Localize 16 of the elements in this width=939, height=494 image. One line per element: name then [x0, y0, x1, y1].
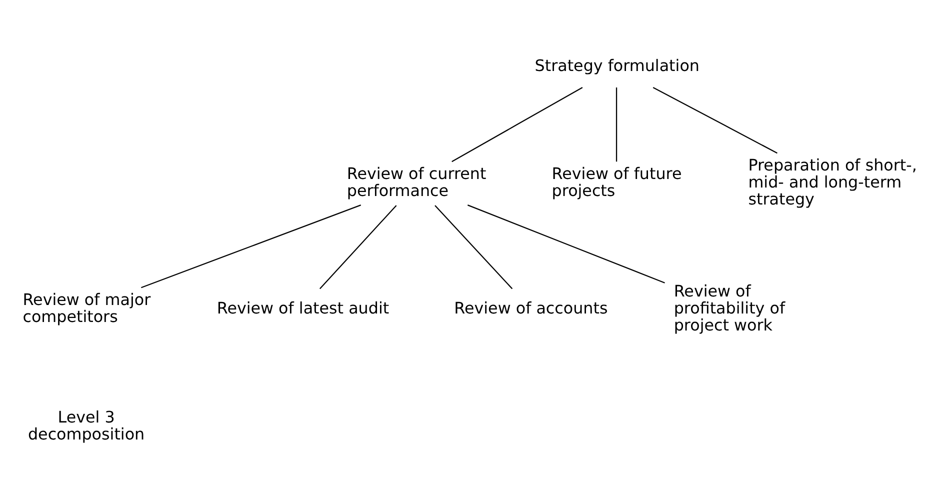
label: Level 3 decomposition [28, 407, 145, 444]
node-text: Review of major competitors [22, 290, 151, 326]
connector [652, 86, 778, 154]
connector [616, 86, 618, 162]
node-text: Review of accounts [454, 298, 608, 318]
node-text: Review of latest audit [216, 298, 390, 318]
connector [319, 204, 397, 289]
node-text: Review of future projects [552, 164, 682, 200]
node-text: Review of current performance [346, 164, 486, 200]
connector [467, 204, 665, 283]
node-text: Strategy formulation [534, 56, 700, 75]
node-text: Review of profitability of project work [674, 281, 786, 334]
connector [434, 204, 513, 289]
connector [452, 86, 583, 162]
node-text: Preparation of short-, mid- and long-term strategy [748, 155, 917, 208]
connector [140, 204, 362, 288]
